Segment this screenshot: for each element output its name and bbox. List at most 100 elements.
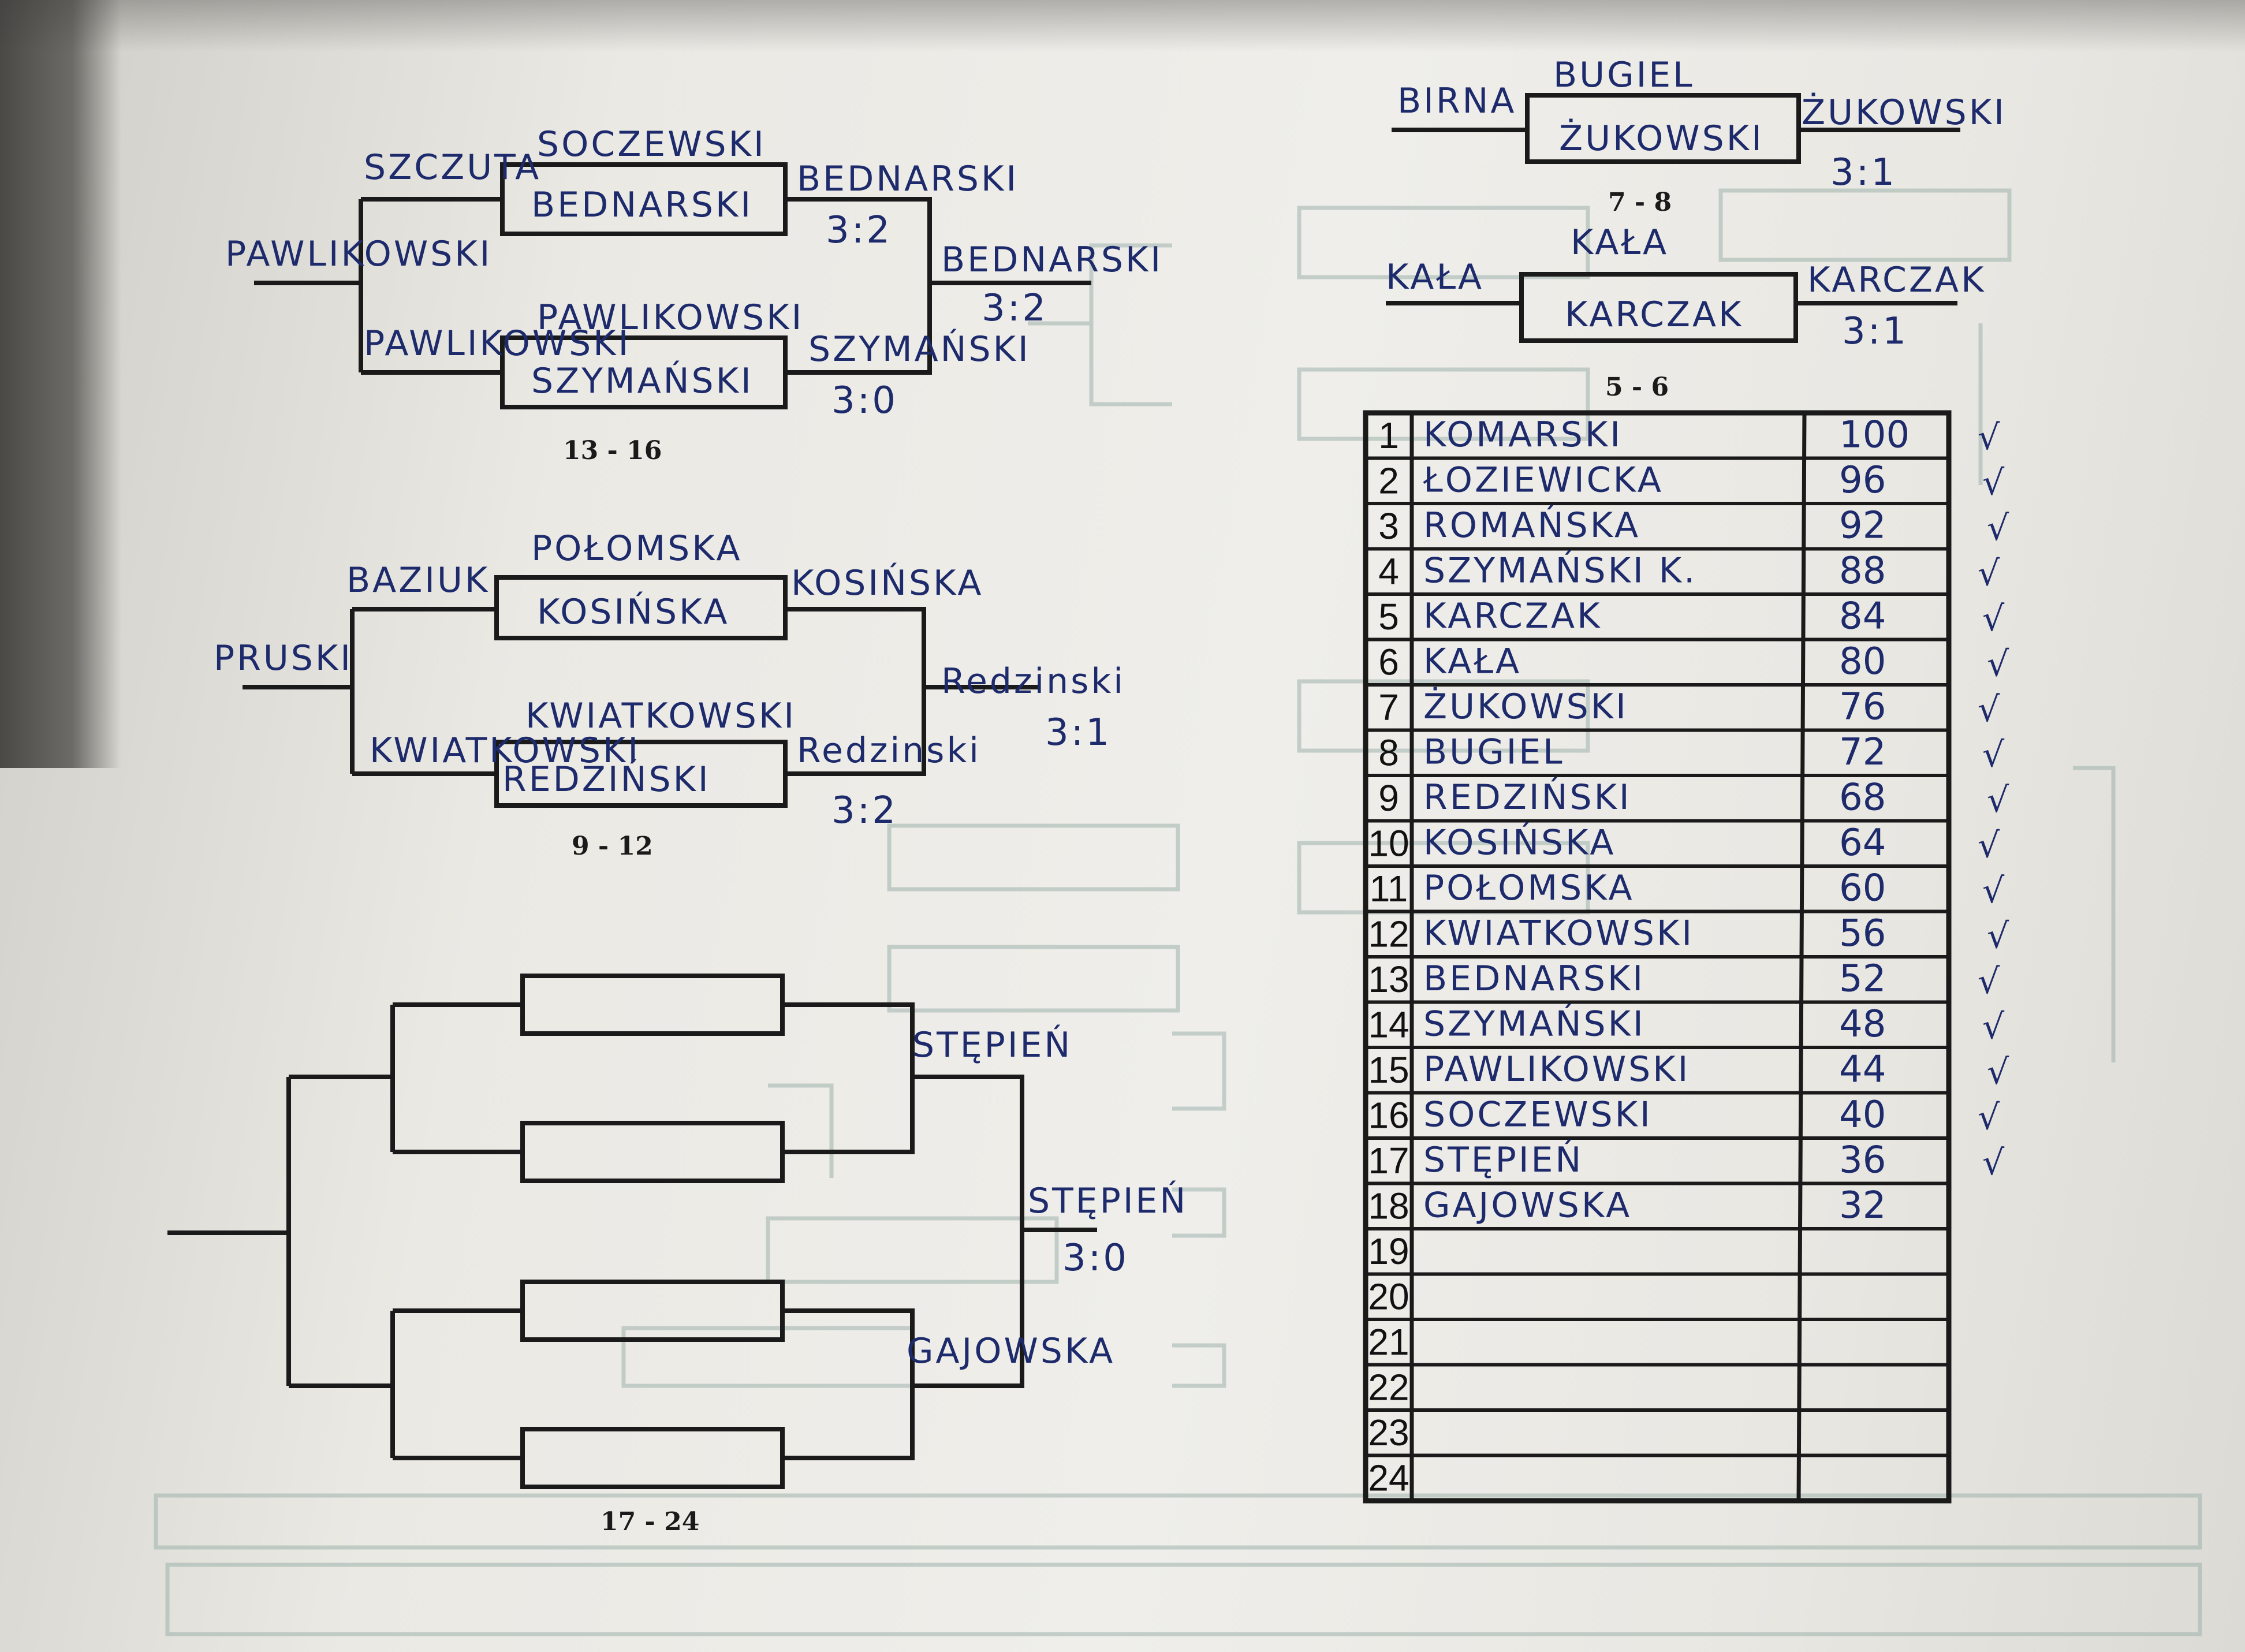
- ranking-rank: 16: [1368, 1095, 1409, 1136]
- ranking-name: PAWLIKOWSKI: [1423, 1049, 1690, 1090]
- ranking-rank: 9: [1378, 777, 1399, 819]
- entrant-name: BAZIUK: [346, 560, 490, 601]
- bracket-label: 9 - 12: [572, 831, 653, 861]
- ranking-name: STĘPIEŃ: [1423, 1139, 1583, 1180]
- entrant-name: ŻUKOWSKI: [1559, 118, 1764, 159]
- ranking-name: ŁOZIEWICKA: [1423, 460, 1664, 501]
- ranking-points: 44: [1839, 1049, 1886, 1091]
- entrant-name: REDZIŃSKI: [502, 758, 711, 800]
- ranking-points: 56: [1839, 912, 1886, 955]
- ranking-rank: 5: [1378, 596, 1399, 637]
- match-winner: STĘPIEŃ: [912, 1024, 1072, 1065]
- ranking-rank: 15: [1368, 1049, 1409, 1091]
- ranking-name: KARCZAK: [1423, 596, 1602, 636]
- ranking-rank: 22: [1368, 1367, 1409, 1408]
- ranking-points: 52: [1839, 958, 1886, 1001]
- ranking-rank: 13: [1368, 959, 1409, 1000]
- ranking-rank: 2: [1378, 460, 1399, 502]
- bracket-score: 3:0: [1062, 1237, 1129, 1280]
- match-winner: KARCZAK: [1807, 260, 1986, 300]
- match-7-8: [1392, 93, 1960, 164]
- entrant-name: KWIATKOWSKI: [370, 730, 640, 771]
- match-winner: SZYMAŃSKI: [808, 328, 1031, 370]
- bracket-winner: Redzinski: [941, 661, 1125, 702]
- ranking-name: KOMARSKI: [1423, 415, 1623, 455]
- ranking-points: 64: [1839, 822, 1886, 864]
- check-mark: √: [1987, 508, 2009, 549]
- check-mark: √: [1987, 1052, 2009, 1092]
- ranking-rank: 17: [1368, 1140, 1409, 1181]
- entrant-name: KAŁA: [1571, 222, 1669, 263]
- bracket-winner: STĘPIEŃ: [1028, 1180, 1188, 1221]
- check-mark: √: [1982, 463, 2005, 503]
- match-score: 3:2: [831, 789, 898, 832]
- bracket-9-12-handwriting: BAZIUK PRUSKI KWIATKOWSKI POŁOMSKA KOSIŃ…: [214, 528, 1125, 832]
- ranking-points: 100: [1839, 414, 1910, 457]
- entrant-name: KOSIŃSKA: [537, 591, 729, 632]
- ranking-points: 80: [1839, 640, 1886, 683]
- entrant-name: POŁOMSKA: [531, 528, 743, 569]
- ranking-points: 72: [1839, 731, 1886, 774]
- ranking-points: 68: [1839, 777, 1886, 819]
- check-mark: √: [1978, 1097, 2000, 1138]
- ranking-rank: 3: [1378, 505, 1399, 547]
- check-mark: √: [1982, 1006, 2005, 1047]
- match-7-8-handwriting: BIRNA BUGIEL ŻUKOWSKI ŻUKOWSKI 3:1: [1397, 55, 2004, 194]
- check-mark: √: [1987, 644, 2009, 684]
- ranking-rank: 12: [1368, 913, 1409, 955]
- entrant-name: PAWLIKOWSKI: [537, 297, 804, 338]
- entrant-name: SZYMAŃSKI: [531, 360, 754, 401]
- check-mark: √: [1982, 599, 2005, 639]
- check-mark: √: [1982, 871, 2005, 911]
- bracket-score: 3:2: [982, 287, 1048, 330]
- ranking-points: 48: [1839, 1003, 1886, 1046]
- entrant-name: KAŁA: [1386, 257, 1484, 297]
- ranking-name: SZYMAŃSKI K.: [1423, 550, 1697, 591]
- ranking-points: 36: [1839, 1139, 1886, 1182]
- photo-shadow: [0, 0, 121, 768]
- ranking-points: 88: [1839, 550, 1886, 592]
- ranking-name: SZYMAŃSKI: [1423, 1003, 1646, 1045]
- bracket-13-16-handwriting: SZCZUTA PAWLIKOWSKI PAWLIKOWSKI SOCZEWSK…: [225, 124, 1161, 422]
- ranking-rank: 24: [1368, 1457, 1409, 1499]
- entrant-name: PRUSKI: [214, 638, 353, 678]
- check-mark: √: [1982, 1143, 2005, 1183]
- ranking-rank: 11: [1370, 868, 1408, 909]
- ranking-points: 60: [1839, 867, 1886, 910]
- match-score: 3:0: [831, 379, 898, 422]
- bracket-label: 17 - 24: [601, 1507, 699, 1537]
- check-mark: √: [1987, 916, 2009, 956]
- entrant-name: BEDNARSKI: [531, 185, 753, 225]
- ranking-name: ROMAŃSKA: [1423, 504, 1640, 546]
- bracket-9-12: [243, 575, 1039, 808]
- ranking-rank: 21: [1368, 1321, 1409, 1363]
- ranking-points: 84: [1839, 595, 1886, 638]
- match-winner: Redzinski: [797, 730, 981, 771]
- entrant-name: PAWLIKOWSKI: [364, 323, 631, 364]
- ranking-points: 40: [1839, 1094, 1886, 1136]
- entrant-name: SZCZUTA: [364, 147, 541, 188]
- ranking-name: POŁOMSKA: [1423, 868, 1635, 908]
- ranking-name: ŻUKOWSKI: [1423, 686, 1628, 727]
- check-mark: √: [1987, 780, 2009, 821]
- ranking-points: 76: [1839, 686, 1886, 729]
- ranking-name: KAŁA: [1423, 642, 1521, 682]
- bracket-17-24-handwriting: STĘPIEŃ GAJOWSKA STĘPIEŃ 3:0: [907, 1024, 1188, 1371]
- bracket-score: 3:1: [1045, 711, 1112, 754]
- check-mark: √: [1978, 825, 2000, 866]
- ranking-rank: 23: [1368, 1412, 1409, 1453]
- match-winner: BEDNARSKI: [797, 159, 1019, 199]
- ranking-points: 32: [1839, 1184, 1886, 1227]
- ranking-name: KOSIŃSKA: [1423, 822, 1616, 863]
- ranking-rank: 14: [1368, 1004, 1409, 1046]
- ranking-name: BEDNARSKI: [1423, 959, 1645, 999]
- ranking-rank: 18: [1368, 1185, 1409, 1227]
- entrant-name: BIRNA: [1397, 81, 1516, 121]
- ranking-points: 96: [1839, 459, 1886, 502]
- ranking-rank: 6: [1378, 642, 1399, 683]
- entrant-name: SOCZEWSKI: [537, 124, 766, 165]
- ranking-rank: 20: [1368, 1276, 1409, 1318]
- photo-shadow-top: [0, 0, 2245, 52]
